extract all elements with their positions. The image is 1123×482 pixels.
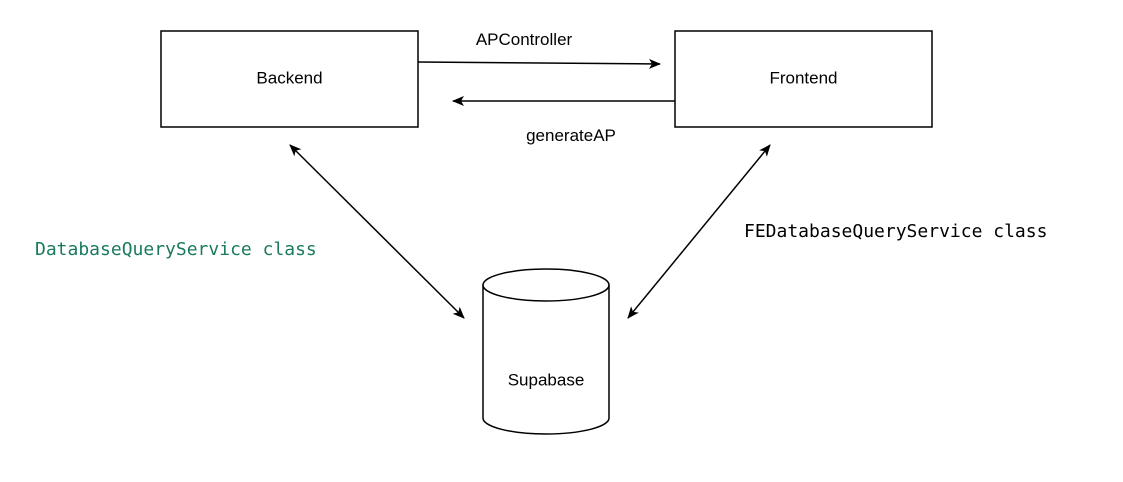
edge-frontend-supabase: FEDatabaseQueryService class [627, 144, 1047, 319]
frontend-label: Frontend [769, 68, 837, 87]
edge-apcontroller: APController [417, 30, 661, 69]
generateap-label: generateAP [526, 126, 616, 145]
backend-label: Backend [256, 68, 322, 87]
supabase-label: Supabase [508, 370, 585, 389]
backend-box [160, 30, 419, 128]
backend-node: Backend [160, 30, 419, 128]
backend-supabase-arrow [289, 144, 465, 319]
frontend-supabase-arrow [627, 144, 771, 319]
supabase-cylinder-top [482, 268, 610, 302]
fe-database-query-service-label: FEDatabaseQueryService class [744, 221, 1047, 242]
supabase-node: Supabase [482, 268, 610, 435]
apcontroller-arrow [417, 58, 661, 69]
frontend-node: Frontend [674, 30, 933, 128]
edge-generateap: generateAP [452, 96, 675, 145]
database-query-service-label: DatabaseQueryService class [35, 239, 317, 260]
frontend-box [674, 30, 933, 128]
supabase-cylinder-body [482, 285, 610, 435]
apcontroller-label: APController [476, 30, 573, 49]
edge-backend-supabase: DatabaseQueryService class [35, 144, 465, 319]
